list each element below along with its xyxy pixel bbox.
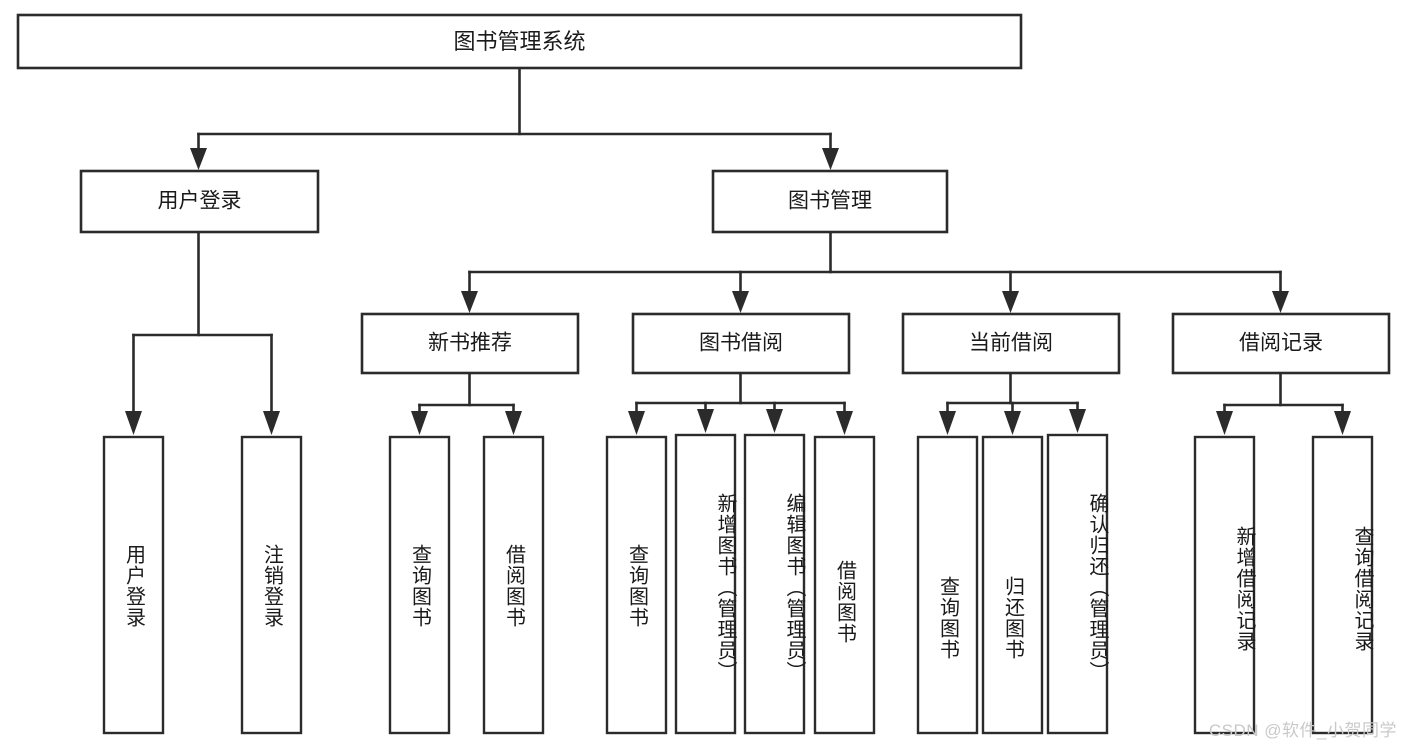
leaf-box-logout-login[interactable] xyxy=(240,435,303,735)
node-root[interactable]: 图书管理系统 xyxy=(16,13,1023,70)
arrowhead-book-management xyxy=(822,148,839,170)
node-new-book-recommend-box[interactable] xyxy=(360,312,580,375)
leaf-box-borrow-book-1[interactable] xyxy=(482,435,545,735)
node-user-login[interactable]: 用户登录 xyxy=(79,169,320,234)
leaf-box-borrow-book-2[interactable] xyxy=(813,435,876,735)
arrowhead-leaf-query-book-3 xyxy=(939,411,956,435)
leaf-box-add-borrow-record[interactable] xyxy=(1193,435,1256,735)
arrowhead-leaf-confirm-return-admin xyxy=(1069,409,1086,433)
node-book-management-box[interactable] xyxy=(711,169,949,234)
arrowhead-leaf-logout-login xyxy=(263,411,280,435)
connector-group xyxy=(125,66,1351,435)
arrowhead-leaf-query-borrow-record xyxy=(1334,411,1351,435)
arrowhead-borrow-record xyxy=(1272,291,1289,313)
arrowhead-current-borrow xyxy=(1002,291,1019,313)
leaf-box-query-book-3[interactable] xyxy=(916,435,979,735)
node-borrow-record-label: 借阅记录 xyxy=(1239,332,1323,355)
leaf-box-return-book[interactable] xyxy=(981,435,1044,735)
arrowhead-leaf-add-book-admin xyxy=(697,409,714,433)
leaf-box-confirm-return-admin[interactable] xyxy=(1046,433,1109,735)
arrowhead-book-borrow xyxy=(732,291,749,313)
node-user-login-label: 用户登录 xyxy=(158,190,242,213)
arrowhead-user-login xyxy=(190,148,207,170)
leaf-box-query-book-1[interactable] xyxy=(388,435,451,735)
node-new-book-recommend[interactable]: 新书推荐 xyxy=(360,312,580,375)
arrowhead-leaf-borrow-book-2 xyxy=(836,411,853,435)
node-book-management[interactable]: 图书管理 xyxy=(711,169,949,234)
node-book-borrow-box[interactable] xyxy=(631,312,851,375)
arrowhead-leaf-borrow-book-1 xyxy=(505,411,522,435)
leaf-box-edit-book-admin[interactable] xyxy=(743,433,806,735)
node-book-management-label: 图书管理 xyxy=(788,190,872,213)
leaf-box-user-login[interactable] xyxy=(102,435,165,735)
leaf-box-query-borrow-record[interactable] xyxy=(1311,435,1374,735)
arrowhead-leaf-edit-book-admin xyxy=(766,409,783,433)
node-current-borrow-label: 当前借阅 xyxy=(969,332,1053,355)
node-current-borrow-box[interactable] xyxy=(901,312,1121,375)
node-user-login-box[interactable] xyxy=(79,169,320,234)
arrowhead-leaf-user-login xyxy=(125,411,142,435)
arrowhead-new-book-recommend xyxy=(461,291,478,313)
leaf-box-query-book-2[interactable] xyxy=(605,435,668,735)
arrowhead-leaf-add-borrow-record xyxy=(1216,411,1233,435)
leaf-box-add-book-admin[interactable] xyxy=(674,433,737,735)
node-borrow-record-box[interactable] xyxy=(1171,312,1391,375)
node-book-borrow[interactable]: 图书借阅 xyxy=(631,312,851,375)
watermark-text: CSDN @软件_小贺同学 xyxy=(1208,721,1397,740)
arrowhead-leaf-query-book-1 xyxy=(411,411,428,435)
arrowhead-leaf-query-book-2 xyxy=(628,411,645,435)
node-root-label: 图书管理系统 xyxy=(453,29,585,54)
node-book-borrow-label: 图书借阅 xyxy=(699,332,783,355)
node-root-box[interactable] xyxy=(16,13,1023,70)
arrowhead-leaf-return-book xyxy=(1004,411,1021,435)
node-new-book-recommend-label: 新书推荐 xyxy=(428,332,512,355)
node-borrow-record[interactable]: 借阅记录 xyxy=(1171,312,1391,375)
node-current-borrow[interactable]: 当前借阅 xyxy=(901,312,1121,375)
